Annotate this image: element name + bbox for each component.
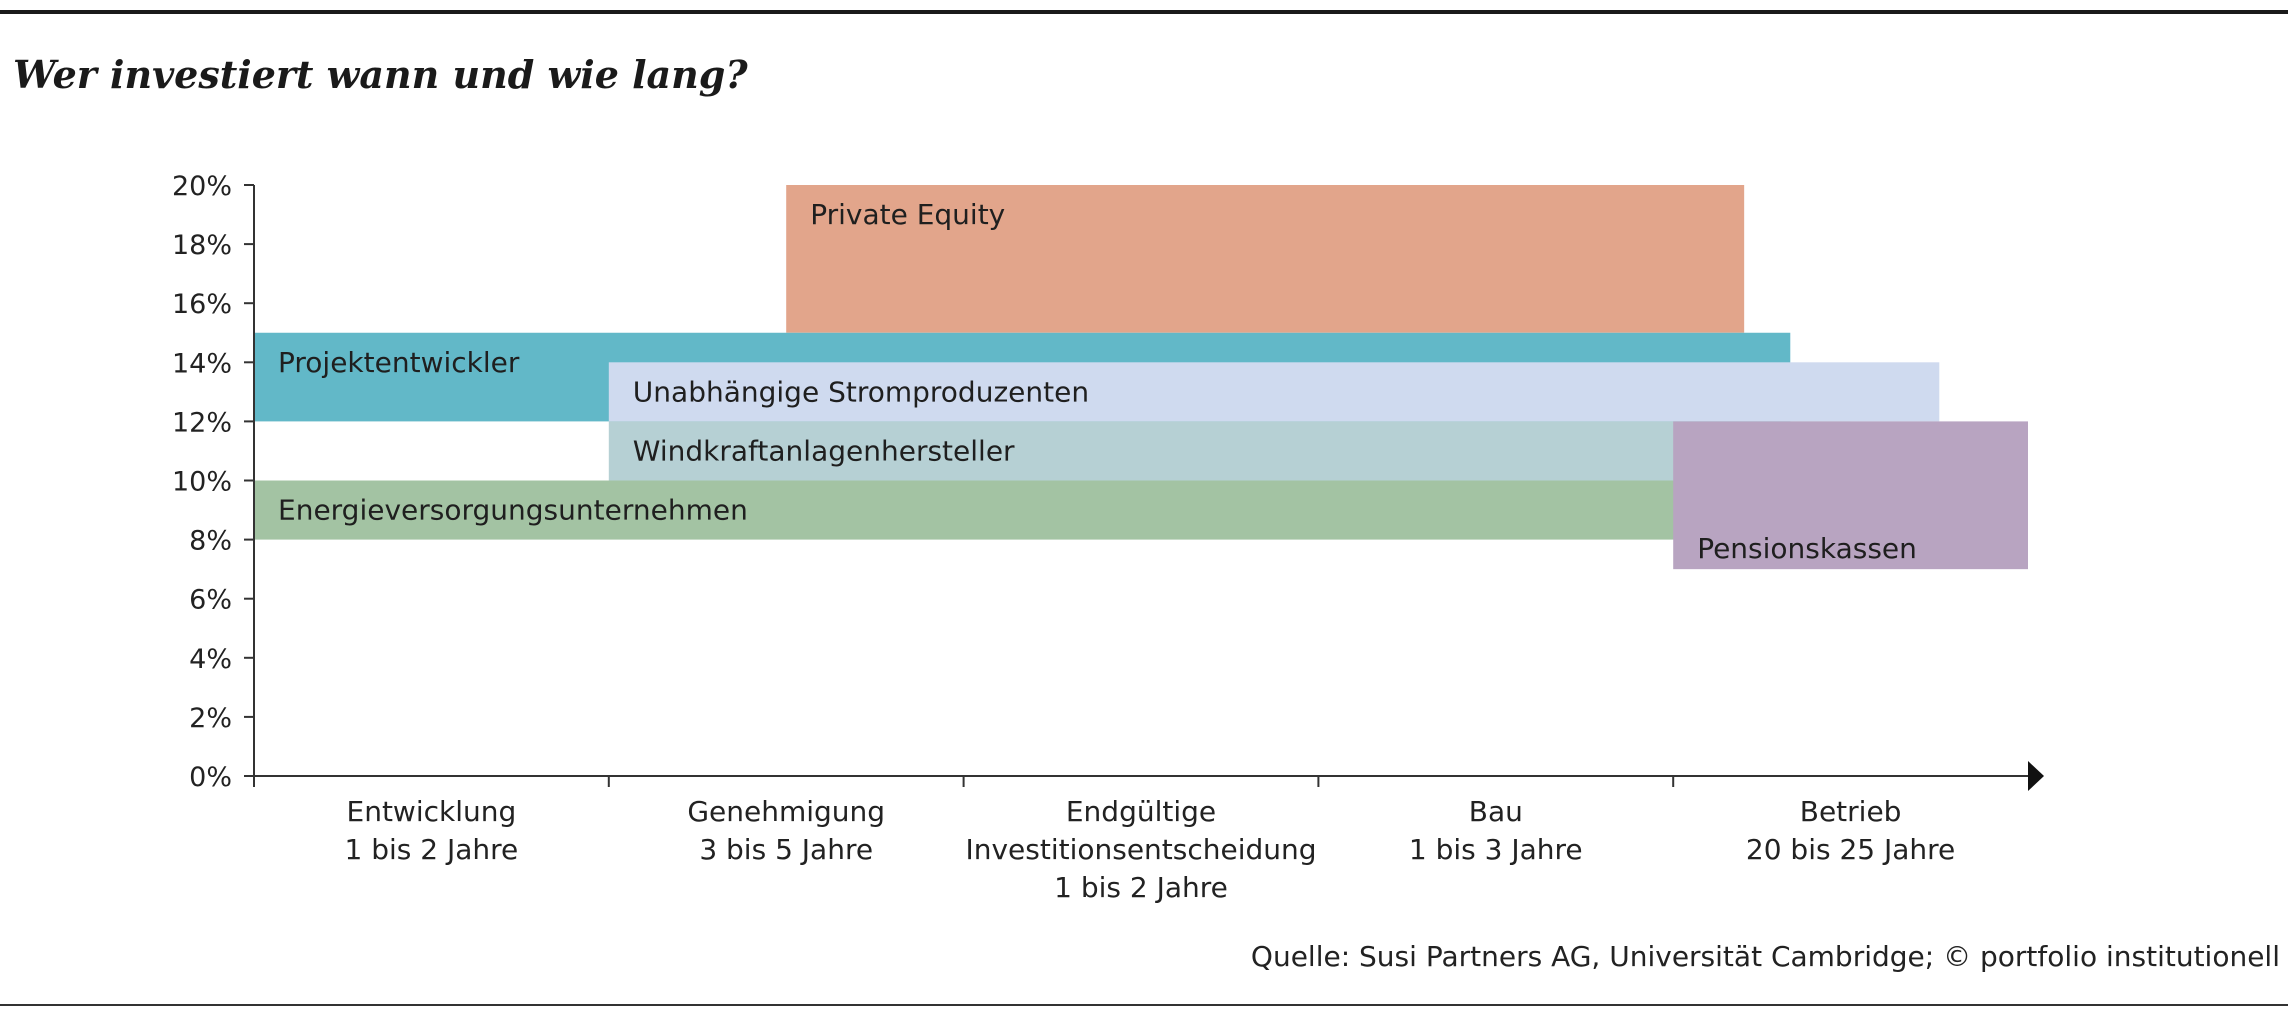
y-tick-label: 8% — [189, 526, 232, 557]
category-label-line: Investitionsentscheidung — [965, 833, 1316, 866]
category-label-line: 1 bis 2 Jahre — [1054, 871, 1228, 904]
axes-layer: 0% 2% 4% 6% 8% 10% 12% 14% 16% 18% 20% — [172, 171, 2044, 793]
bar-label-pensionskassen: Pensionskassen — [1697, 532, 1917, 565]
bar-unabh-ngige-stromproduzenten — [608, 362, 1940, 422]
bar-private-equity — [786, 185, 1745, 333]
category-label-line: 1 bis 3 Jahre — [1409, 833, 1583, 866]
bars-layer — [254, 185, 2028, 570]
bar-energieversorgungsunternehmen — [254, 480, 1851, 540]
category-label: Genehmigung 3 bis 5 Jahre — [687, 795, 885, 866]
y-tick-label: 6% — [189, 585, 232, 616]
bottom-rule — [0, 1004, 2288, 1006]
y-tick-label: 0% — [189, 762, 232, 793]
y-tick-label: 12% — [172, 407, 232, 438]
category-label-line: 20 bis 25 Jahre — [1746, 833, 1955, 866]
chart-title: Wer investiert wann und wie lang? — [13, 52, 748, 97]
top-rule — [0, 10, 2288, 14]
y-tick-label: 18% — [172, 230, 232, 261]
bar-label-projektentwickler: Projektentwickler — [278, 346, 520, 379]
category-label-line: Bau — [1469, 795, 1523, 828]
y-tick-label: 10% — [172, 467, 232, 498]
category-label-line: Genehmigung — [687, 795, 885, 828]
y-tick-label: 16% — [172, 289, 232, 320]
bar-pensionskassen — [1673, 421, 2028, 570]
labels-layer: Private EquityProjektentwicklerUnabhängi… — [278, 198, 1955, 904]
category-label: Entwicklung 1 bis 2 Jahre — [345, 795, 519, 866]
x-axis-arrow — [2028, 761, 2044, 791]
y-tick-label: 4% — [189, 644, 232, 675]
category-label-line: 1 bis 2 Jahre — [345, 833, 519, 866]
category-label: Bau 1 bis 3 Jahre — [1409, 795, 1583, 866]
category-label-line: Entwicklung — [347, 795, 517, 828]
category-label-line: Endgültige — [1066, 795, 1216, 828]
bar-label-windkraftanlagenhersteller: Windkraftanlagenhersteller — [633, 434, 1015, 467]
bar-label-unabh-ngige-stromproduzenten: Unabhängige Stromproduzenten — [633, 375, 1089, 408]
bar-windkraftanlagenhersteller — [608, 421, 1851, 481]
category-label: Betrieb 20 bis 25 Jahre — [1746, 795, 1955, 866]
bar-label-energieversorgungsunternehmen: Energieversorgungsunternehmen — [278, 494, 748, 527]
source-note: Quelle: Susi Partners AG, Universität Ca… — [1250, 940, 2280, 973]
category-label-line: Betrieb — [1800, 795, 1902, 828]
y-tick-label: 14% — [172, 348, 232, 379]
y-tick-label: 2% — [189, 703, 232, 734]
category-label-line: 3 bis 5 Jahre — [699, 833, 873, 866]
bar-label-private-equity: Private Equity — [810, 198, 1005, 231]
y-tick-label: 20% — [172, 171, 232, 202]
